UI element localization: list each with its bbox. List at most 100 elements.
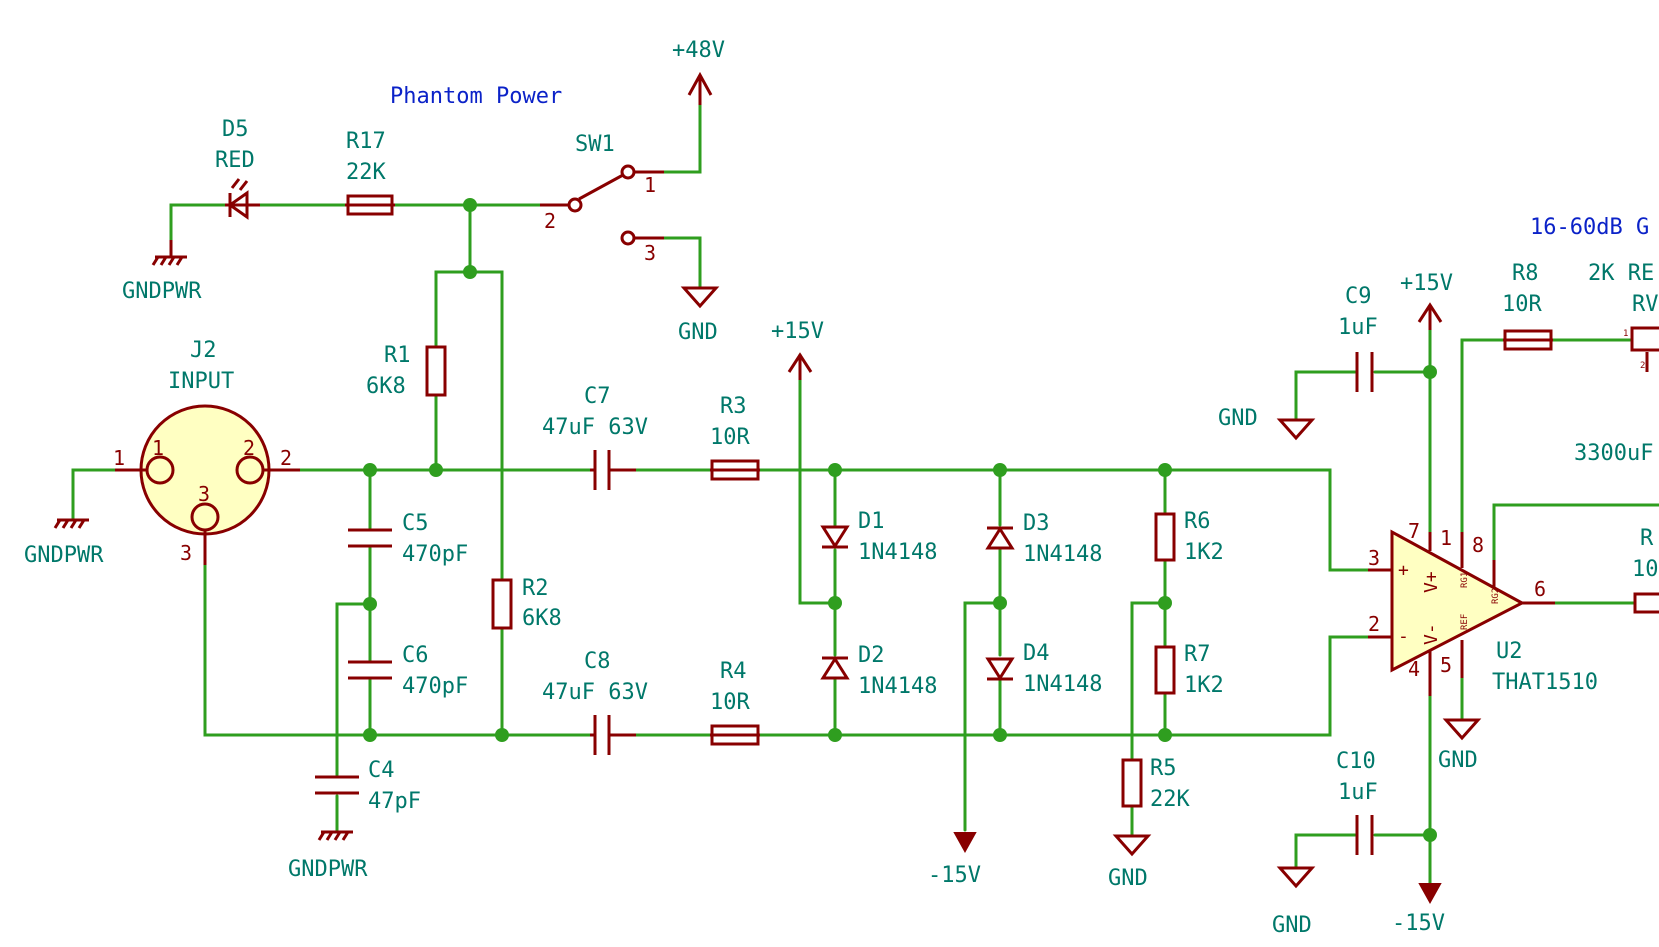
cap-3300-value: 3300uF: [1574, 441, 1653, 466]
resistor-r6: R6 1K2: [1154, 509, 1224, 565]
r8-ref: R8: [1512, 261, 1539, 286]
diode-d4: D4 1N4148: [985, 641, 1102, 697]
u2-pin-8: 8: [1472, 533, 1484, 557]
gndpwr-c4: GNDPWR: [288, 830, 368, 882]
ground-sw1: GND: [678, 286, 720, 345]
resistor-r8: R8 10R: [1502, 261, 1553, 351]
u2-vminus-label: V-: [1421, 623, 1442, 645]
gnd-sw1-label: GND: [678, 320, 718, 345]
capacitor-c4: C4 47pF: [315, 758, 421, 814]
u2-ref: U2: [1496, 639, 1523, 664]
wires: [71, 83, 1659, 902]
j2-pin-3-inner: 3: [198, 482, 210, 506]
power-plus-48v: +48V: [672, 38, 725, 105]
junctions: [363, 198, 1437, 842]
rv-pin-2: 2: [1640, 361, 1645, 371]
capacitor-c5: C5 470pF: [348, 511, 468, 567]
gndpwr-j2-label: GNDPWR: [24, 543, 104, 568]
c8-value: 47uF 63V: [542, 680, 648, 705]
r1-value: 6K8: [366, 374, 406, 399]
r3-ref: R3: [720, 394, 747, 419]
note-gain-range: 16-60dB G: [1530, 215, 1649, 240]
rv-pin-1: 1: [1623, 329, 1628, 339]
switch-sw1: SW1 1 2 3: [540, 132, 664, 265]
r7-value: 1K2: [1184, 673, 1224, 698]
power-plus-15v-a: +15V: [771, 319, 824, 380]
r8-value: 10R: [1502, 292, 1542, 317]
gnd-c10-label: GND: [1272, 913, 1312, 938]
rv-value: 2K RE: [1588, 261, 1654, 286]
c9-value: 1uF: [1338, 315, 1378, 340]
ground-c9: GND: [1218, 406, 1316, 441]
r1-ref: R1: [384, 343, 411, 368]
power-minus-15v-b: -15V: [1392, 883, 1445, 936]
power-plus-15v-b: +15V: [1400, 271, 1453, 330]
u2-pin-3: 3: [1368, 546, 1380, 570]
c7-value: 47uF 63V: [542, 415, 648, 440]
r4-value: 10R: [710, 690, 750, 715]
d2-value: 1N4148: [858, 674, 937, 699]
power-minus-15v-a: -15V: [928, 832, 981, 888]
gnd-c9-label: GND: [1218, 406, 1258, 431]
sw1-ref: SW1: [575, 132, 615, 157]
j2-pin-1: 1: [113, 446, 125, 470]
capacitor-c9: C9 1uF: [1338, 284, 1378, 392]
r2-ref: R2: [522, 576, 549, 601]
j2-pin-2: 2: [280, 446, 292, 470]
gnd-r5-label: GND: [1108, 866, 1148, 891]
r5-ref: R5: [1150, 756, 1177, 781]
c10-value: 1uF: [1338, 780, 1378, 805]
c6-ref: C6: [402, 643, 429, 668]
u2-vplus-label: V+: [1421, 571, 1442, 593]
sw1-pin-1: 1: [644, 173, 656, 197]
c6-value: 470pF: [402, 674, 468, 699]
resistor-r7: R7 1K2: [1154, 642, 1224, 698]
j2-pin-3: 3: [180, 541, 192, 565]
resistor-r17: R17 22K: [345, 129, 395, 216]
c7-ref: C7: [584, 384, 611, 409]
resistor-output: R 10: [1632, 526, 1659, 614]
diode-d2: D2 1N4148: [820, 643, 937, 699]
minus-15v-b-label: -15V: [1392, 911, 1445, 936]
d3-value: 1N4148: [1023, 542, 1102, 567]
u2-value: THAT1510: [1492, 670, 1598, 695]
plus-15v-a-label: +15V: [771, 319, 824, 344]
d5-value: RED: [215, 148, 255, 173]
xlr-connector-j2: 1 2 3 1 2 3 J2 INPUT: [113, 338, 300, 565]
j2-value: INPUT: [168, 369, 234, 394]
gndpwr-d5: GNDPWR: [122, 240, 202, 304]
u2-pin-2: 2: [1368, 612, 1380, 636]
d4-ref: D4: [1023, 641, 1050, 666]
plus-48v-label: +48V: [672, 38, 725, 63]
u2-ref-label: REF: [1460, 614, 1470, 630]
ground-u2-ref: GND: [1438, 718, 1482, 773]
d4-value: 1N4148: [1023, 672, 1102, 697]
ground-c10: GND: [1272, 866, 1316, 938]
r6-value: 1K2: [1184, 540, 1224, 565]
gndpwr-c4-label: GNDPWR: [288, 857, 368, 882]
j2-pin-2-inner: 2: [243, 436, 255, 460]
capacitor-c8: C8 47uF 63V: [542, 649, 648, 755]
r2-value: 6K8: [522, 606, 562, 631]
d1-value: 1N4148: [858, 540, 937, 565]
u2-pin-1: 1: [1440, 526, 1452, 550]
r7-ref: R7: [1184, 642, 1211, 667]
rv-ref: RV: [1632, 292, 1659, 317]
r-out-value: 10: [1632, 557, 1659, 582]
r5-value: 22K: [1150, 787, 1190, 812]
resistor-r2: R2 6K8: [491, 576, 562, 631]
r17-ref: R17: [346, 129, 386, 154]
u2-rg1-label: RG1: [1460, 572, 1470, 588]
minus-15v-a-label: -15V: [928, 863, 981, 888]
c5-value: 470pF: [402, 542, 468, 567]
u2-pin-4: 4: [1408, 657, 1420, 681]
gndpwr-j2: GNDPWR: [24, 518, 104, 568]
d1-ref: D1: [858, 509, 885, 534]
u2-pin-5: 5: [1440, 653, 1452, 677]
r17-value: 22K: [346, 160, 386, 185]
resistor-r4: R4 10R: [710, 659, 760, 746]
sw1-pin-2: 2: [544, 209, 556, 233]
d3-ref: D3: [1023, 511, 1050, 536]
c8-ref: C8: [584, 649, 611, 674]
